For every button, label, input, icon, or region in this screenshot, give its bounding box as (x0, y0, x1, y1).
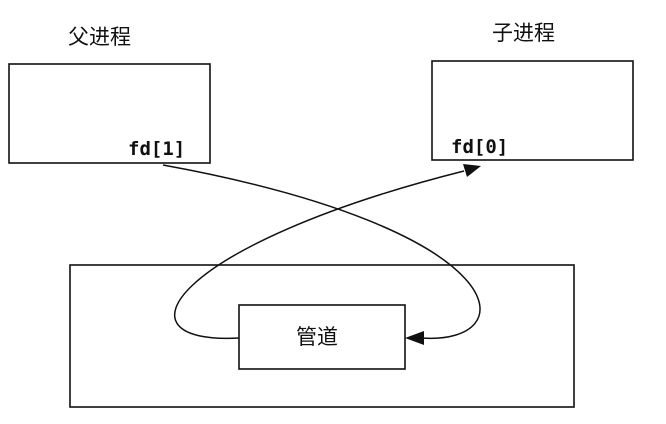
read-flow-line (173, 170, 465, 340)
parent-fd-label: fd[1] (128, 138, 185, 160)
parent-process-title: 父进程 (68, 25, 131, 49)
child-fd-label: fd[0] (451, 136, 508, 158)
pipe-box (238, 304, 406, 370)
pipe-label: 管道 (296, 325, 338, 349)
parent-process-box (8, 63, 211, 164)
write-flow-arrowhead (405, 331, 424, 345)
read-flow-arrowhead (463, 164, 481, 177)
write-flow-line (162, 164, 481, 340)
child-process-title: 子进程 (492, 21, 555, 45)
child-process-box (431, 60, 634, 161)
